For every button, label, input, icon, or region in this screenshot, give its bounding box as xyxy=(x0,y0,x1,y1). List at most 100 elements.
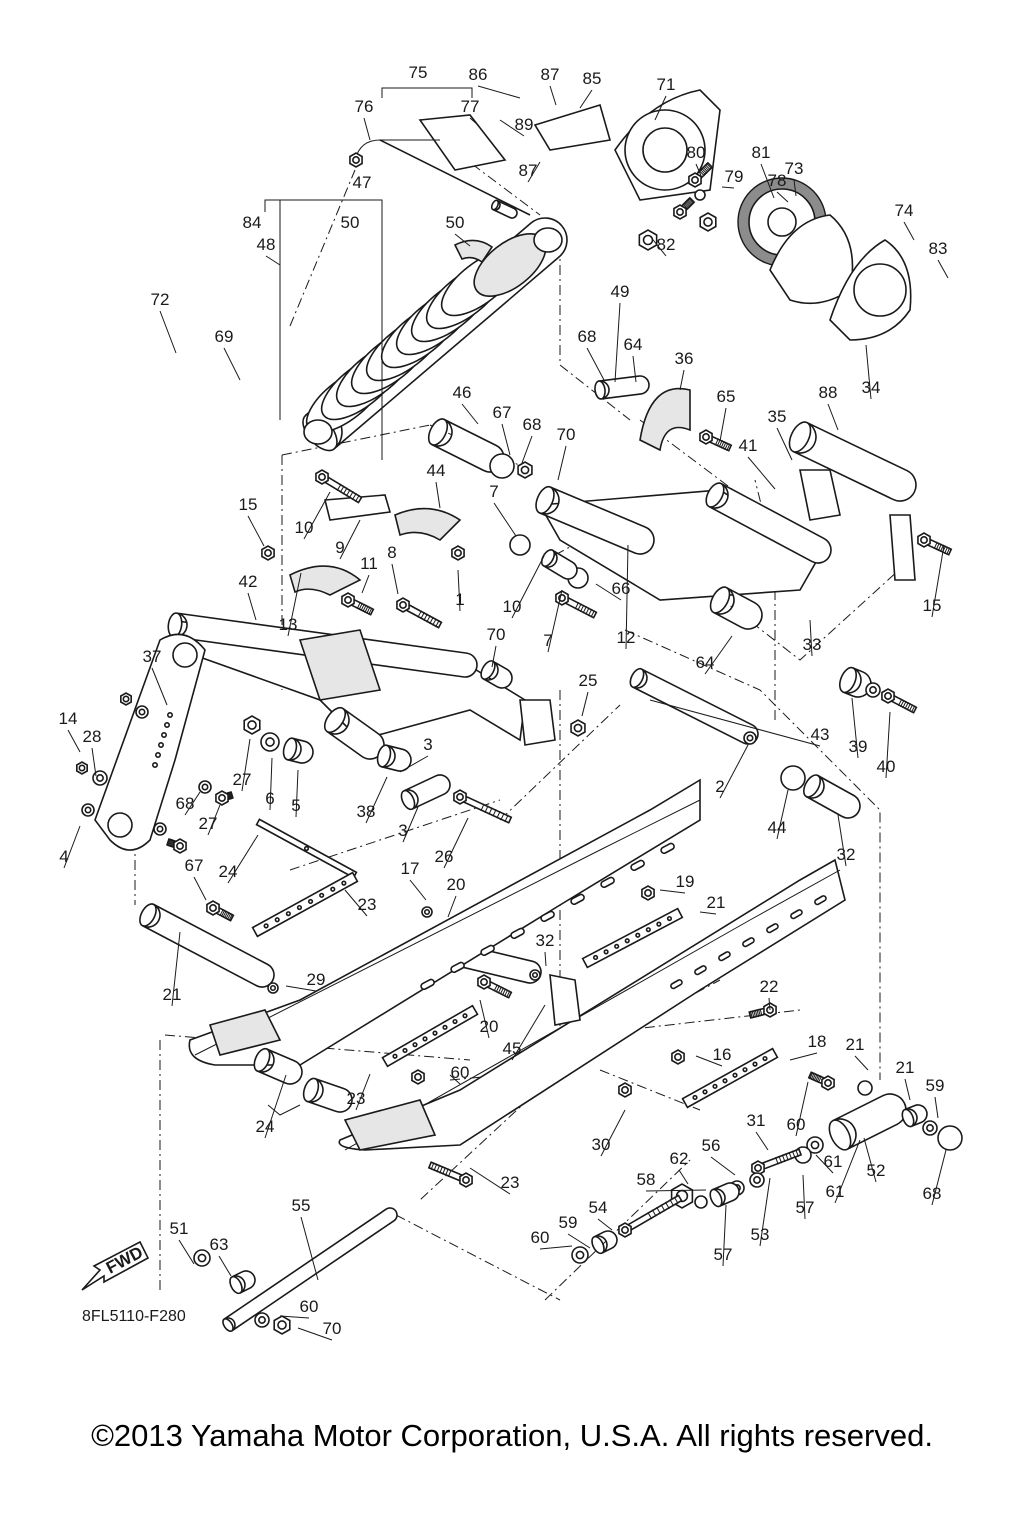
callout-leader-line xyxy=(63,825,81,869)
callout-label: 70 xyxy=(557,425,576,444)
bumper-34 xyxy=(639,387,691,452)
bolt-9-thread xyxy=(354,494,360,502)
callout-label: 13 xyxy=(279,615,298,634)
wear-strip-21-d-hole xyxy=(752,1061,758,1067)
callout-label: 83 xyxy=(929,239,948,258)
bolt-22-thread xyxy=(495,985,500,993)
shaft-80-thread xyxy=(704,164,711,171)
callout-leader-line xyxy=(851,697,859,759)
callout-label: 26 xyxy=(435,847,454,866)
shaft-80-thread xyxy=(701,167,708,174)
bolt-66-thread xyxy=(420,611,425,620)
collar-3-b-end xyxy=(376,744,392,768)
wear-strip-21-c-hole xyxy=(666,915,673,922)
wear-strip-21-b-hole xyxy=(422,1036,428,1042)
callout-leader-line xyxy=(247,592,257,621)
callout-label: 10 xyxy=(295,518,314,537)
callout-leader-line xyxy=(193,876,207,901)
bolt-42-thread xyxy=(937,543,942,552)
bolt-31-thread xyxy=(433,1163,438,1172)
bolt-42-head-hole xyxy=(920,536,928,544)
callout-leader-line xyxy=(595,583,622,601)
bolt-12-thread xyxy=(577,603,582,611)
callout-label: 74 xyxy=(895,201,914,220)
collar-67-right xyxy=(805,774,861,819)
callout-label: 21 xyxy=(846,1035,865,1054)
shaft-82-thread xyxy=(688,197,695,204)
shaft-82-head-hole xyxy=(676,208,684,216)
wear-strip-21-d-hole xyxy=(742,1067,748,1073)
callout-label: 80 xyxy=(687,143,706,162)
wear-strip-21-d-hole xyxy=(722,1078,728,1084)
callout-leader-line xyxy=(151,667,168,706)
washer-20-b-hole xyxy=(531,971,539,979)
collar-57-a-end xyxy=(709,1188,723,1208)
callout-label: 44 xyxy=(768,818,787,837)
nut-14-hole xyxy=(573,723,583,733)
adjuster-56-thread xyxy=(788,1151,793,1160)
callout-label: 60 xyxy=(300,1297,319,1316)
bolt-4-thread xyxy=(488,807,493,815)
callout-leader-line xyxy=(344,889,368,917)
callout-leader-line xyxy=(827,403,839,431)
adjuster-56-thread xyxy=(791,1150,796,1159)
callout-leader-line xyxy=(904,1078,911,1101)
nut-23-b-hole xyxy=(414,1073,422,1081)
bolt-24-b-thread xyxy=(814,1074,820,1082)
callout-leader-line xyxy=(454,233,471,247)
nut-18-hole xyxy=(674,1053,682,1061)
slide-rail-right-slot xyxy=(766,923,779,934)
assembly-line xyxy=(164,1034,471,1061)
callout-leader-line xyxy=(834,1139,861,1204)
callout-label: 68 xyxy=(923,1184,942,1203)
shaft-82-thread xyxy=(685,200,692,207)
callout-label: 45 xyxy=(503,1039,522,1058)
callout-leader-line xyxy=(241,738,251,792)
callout-label: 68 xyxy=(523,415,542,434)
adjuster-54-shank xyxy=(622,1194,683,1234)
callout-leader-line xyxy=(363,117,371,141)
callout-leader-line xyxy=(469,117,479,126)
link-25-eye-bottom xyxy=(107,812,133,838)
callout-label: 61 xyxy=(826,1182,845,1201)
bolt-35-thread xyxy=(718,439,723,448)
callout-leader-line xyxy=(747,456,776,490)
bolt-26-a-thread xyxy=(229,791,233,800)
callout-leader-line xyxy=(461,403,479,425)
washer-60-bottom-a-hole xyxy=(197,1253,207,1263)
callout-leader-line xyxy=(355,1073,371,1111)
callout-leader-line xyxy=(527,161,541,183)
callout-label: 7 xyxy=(543,631,552,650)
callout-leader-line xyxy=(678,1169,689,1185)
callout-leader-line xyxy=(600,1109,626,1157)
parts-illustration: FWD xyxy=(76,87,963,1335)
callout-label: 4 xyxy=(59,847,68,866)
shaft-82-thread xyxy=(686,199,693,206)
callout-label: 21 xyxy=(896,1058,915,1077)
front-arm-bracket xyxy=(298,629,382,701)
link-25 xyxy=(94,633,206,851)
callout-label: 39 xyxy=(849,737,868,756)
callout-label: 32 xyxy=(536,931,555,950)
callout-label: 60 xyxy=(531,1228,550,1247)
nut-28-hole xyxy=(122,695,130,703)
bolt-22-thread xyxy=(505,990,511,998)
callout-label: 71 xyxy=(657,75,676,94)
collar-3-a-end xyxy=(282,737,298,761)
bolt-22-thread xyxy=(493,984,498,992)
collar-30-a xyxy=(256,1048,303,1085)
callout-label: 7 xyxy=(489,482,498,501)
callout-label: 33 xyxy=(803,635,822,654)
bolt-31-thread xyxy=(430,1162,435,1170)
bolt-26-b-head-hole xyxy=(176,842,184,850)
callout-label: 87 xyxy=(519,161,538,180)
link-25-hole xyxy=(152,761,159,768)
bolt-26-a-thread xyxy=(228,791,232,800)
collar-37 xyxy=(713,586,763,630)
ring-79 xyxy=(694,189,706,201)
bracket-16 xyxy=(549,974,581,1026)
washer-32-left-hole xyxy=(84,806,92,814)
adjuster-cable-line xyxy=(379,139,531,216)
callout-label: 27 xyxy=(199,814,218,833)
callout-label: 53 xyxy=(751,1225,770,1244)
